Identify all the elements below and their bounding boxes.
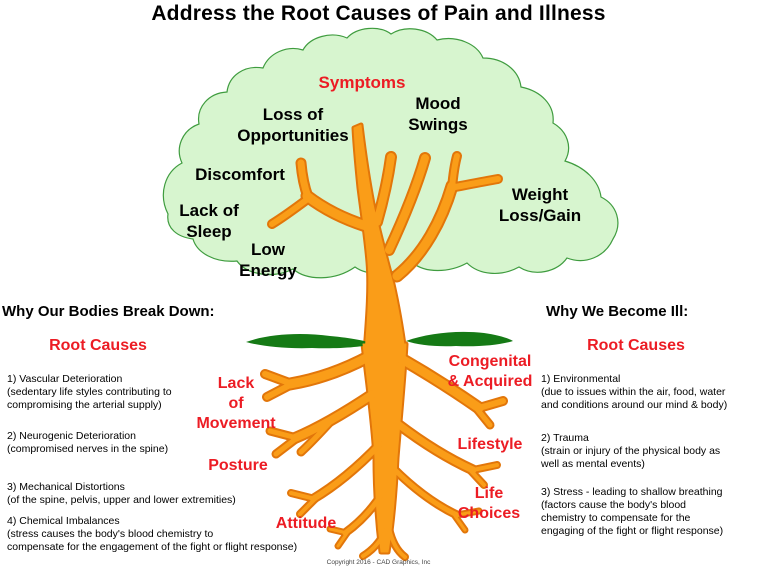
right-cause-2: 2) Trauma (strain or injury of the physi… — [541, 432, 757, 471]
tree-fill-layer — [262, 124, 506, 559]
right-cause-3-title: 3) Stress - leading to shallow breathing — [541, 486, 723, 498]
left-cause-2-detail: (compromised nerves in the spine) — [7, 443, 169, 455]
left-section-heading: Why Our Bodies Break Down: — [2, 303, 215, 320]
root-label-life-choices: Life Choices — [457, 485, 521, 522]
left-cause-3-title: 3) Mechanical Distortions — [7, 481, 125, 493]
right-cause-2-title: 2) Trauma — [541, 432, 589, 444]
left-cause-1-detail: (sedentary life styles contributing to c… — [7, 386, 172, 411]
right-cause-3-detail: (factors cause the body's blood chemistr… — [541, 499, 724, 537]
tree-trunk — [353, 124, 406, 353]
root-label-attitude: Attitude — [275, 515, 337, 532]
root-label-posture: Posture — [208, 457, 268, 474]
left-cause-2: 2) Neurogenic Deterioration (compromised… — [7, 430, 237, 456]
left-cause-1-title: 1) Vascular Deterioration — [7, 373, 123, 385]
left-cause-4-detail: (stress causes the body's blood chemistr… — [7, 528, 298, 553]
symptom-loss-of-opportunities: Loss of Opportunities — [237, 105, 349, 145]
left-cause-4-title: 4) Chemical Imbalances — [7, 515, 120, 527]
symptom-mood-swings: Mood Swings — [408, 94, 468, 134]
copyright-text: Copyright 2016 - CAD Graphics, Inc — [326, 559, 431, 566]
left-cause-3-detail: (of the spine, pelvis, upper and lower e… — [7, 494, 236, 506]
right-cause-1: 1) Environmental (due to issues within t… — [541, 373, 757, 412]
right-cause-1-title: 1) Environmental — [541, 373, 621, 385]
right-cause-3: 3) Stress - leading to shallow breathing… — [541, 486, 757, 538]
root-label-lifestyle: Lifestyle — [457, 436, 523, 453]
symptom-weight-loss-gain: Weight Loss/Gain — [498, 185, 582, 225]
left-cause-4: 4) Chemical Imbalances (stress causes th… — [7, 515, 347, 554]
right-cause-2-detail: (strain or injury of the physical body a… — [541, 445, 721, 470]
symptom-lack-of-sleep: Lack of Sleep — [179, 201, 239, 241]
grass — [246, 331, 513, 349]
symptoms-label: Symptoms — [318, 73, 406, 92]
left-root-causes-label: Root Causes — [49, 337, 147, 354]
symptom-low-energy: Low Energy — [239, 240, 297, 280]
root-label-congenital-acquired: Congenital & Acquired — [447, 353, 533, 390]
left-cause-1: 1) Vascular Deterioration (sedentary lif… — [7, 373, 237, 412]
right-cause-1-detail: (due to issues within the air, food, wat… — [541, 386, 728, 411]
left-cause-3: 3) Mechanical Distortions (of the spine,… — [7, 481, 297, 507]
symptom-discomfort: Discomfort — [195, 165, 285, 184]
root-label-lack-of-movement: Lack of Movement — [196, 375, 276, 432]
right-root-causes-label: Root Causes — [587, 337, 685, 354]
left-cause-2-title: 2) Neurogenic Deterioration — [7, 430, 136, 442]
right-section-heading: Why We Become Ill: — [546, 303, 689, 320]
page-title: Address the Root Causes of Pain and Illn… — [151, 2, 606, 25]
